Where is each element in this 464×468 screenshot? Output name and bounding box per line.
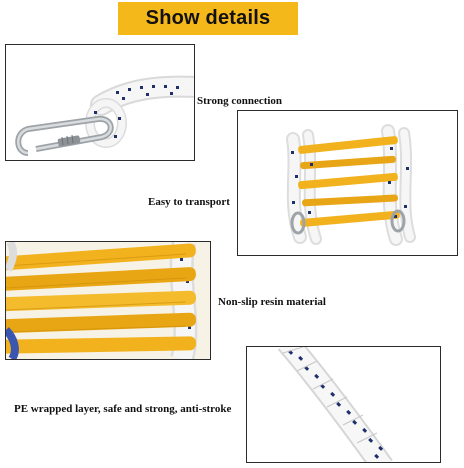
caption-pe-wrapped-layer: PE wrapped layer, safe and strong, anti-… — [14, 403, 232, 415]
caption-non-slip-resin: Non-slip resin material — [218, 296, 326, 308]
banner-title: Show details — [145, 7, 271, 29]
resin-rungs-photo — [5, 241, 211, 360]
caption-strong-connection: Strong connection — [197, 95, 283, 107]
braided-rope-photo — [246, 346, 441, 463]
carabiner-hook-photo — [5, 44, 195, 161]
show-details-banner: Show details — [118, 2, 298, 35]
folded-ladder-photo — [237, 110, 458, 256]
caption-easy-to-transport: Easy to transport — [148, 196, 230, 208]
